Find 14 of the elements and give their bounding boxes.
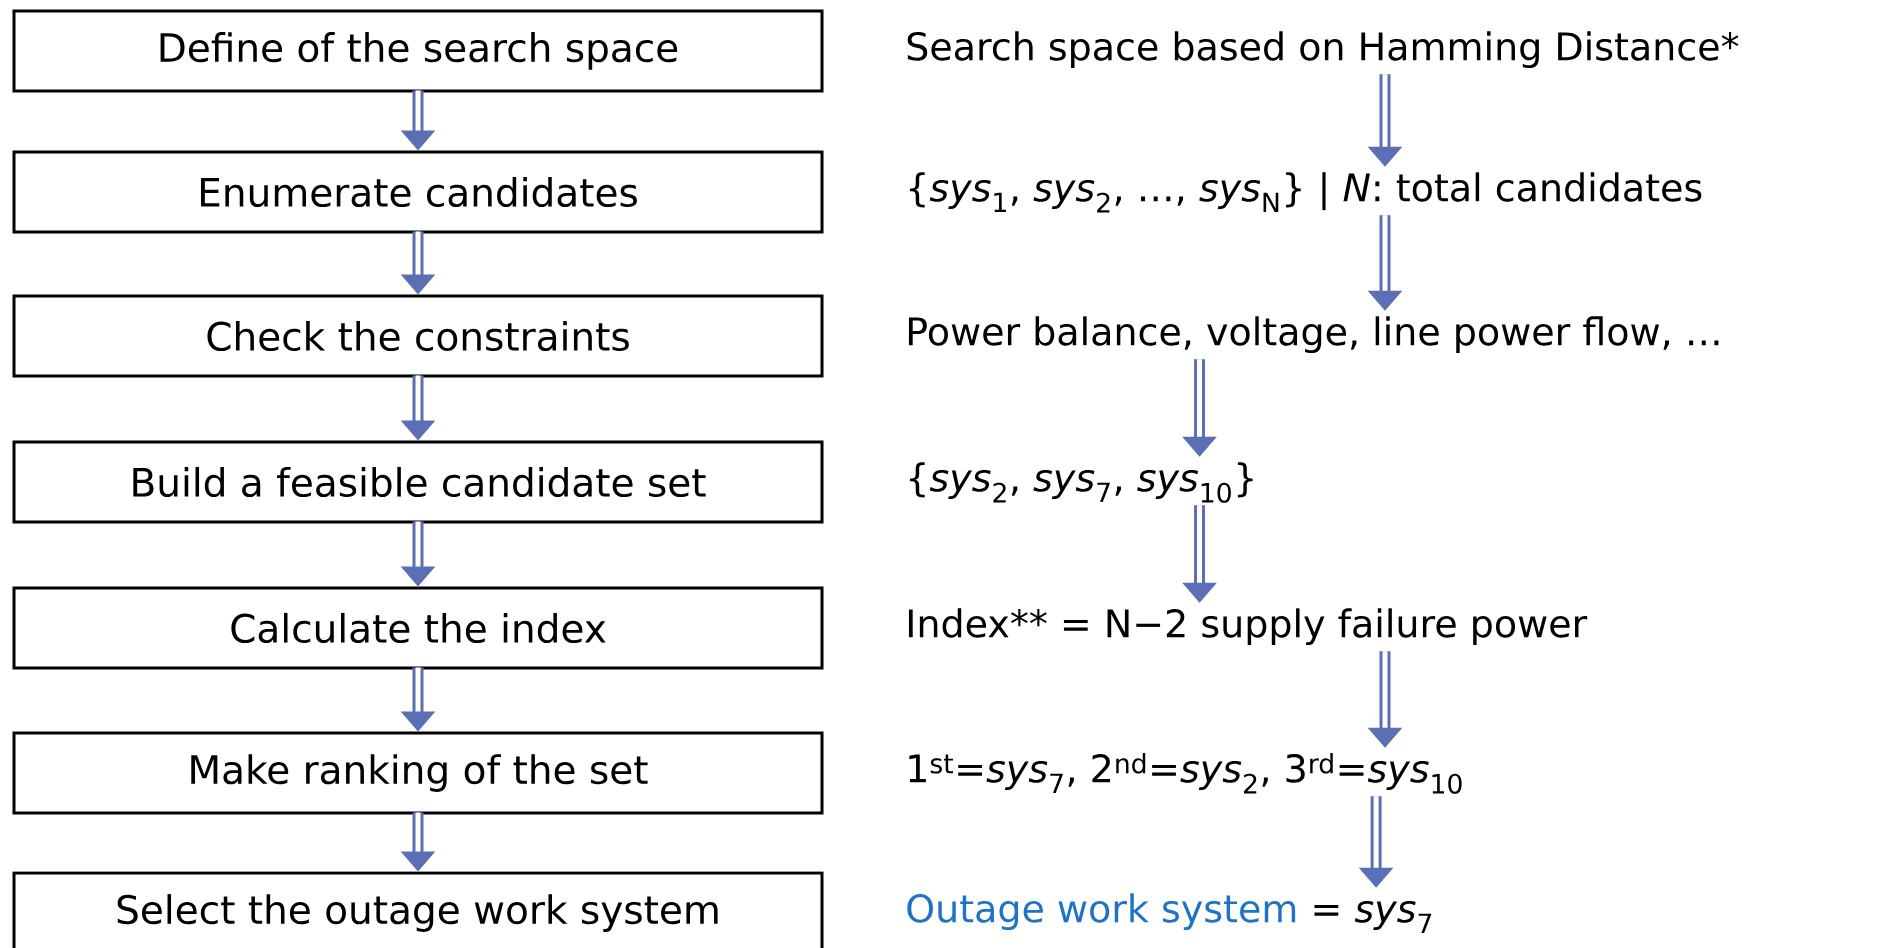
result-text: Search space based on Hamming Distance* (907, 31, 1739, 69)
process-box: Make ranking of the set (12, 731, 824, 815)
process-box: Build a feasible candidate set (12, 440, 824, 524)
result-text: Index** = N−2 supply failure power (908, 608, 1588, 646)
result-text: Outage work system = sys$_{7}$ (907, 893, 1432, 934)
process-box: Calculate the index (12, 586, 824, 670)
process-box: Select the outage work system (12, 871, 824, 948)
process-box: Check the constraints (12, 294, 824, 378)
result-text: {sys$_{2}$, sys$_{7}$, sys$_{10}$} (909, 462, 1253, 503)
process-box: Define of the search space (12, 9, 824, 93)
result-text: Power balance, voltage, line power flow, … (908, 316, 1719, 354)
process-box: Enumerate candidates (12, 150, 824, 234)
result-text: {sys$_{1}$, sys$_{2}$, …, sys$_{N}$} | N: total candidates (909, 172, 1702, 213)
result-text: 1$^{st}$=sys$_{7}$, 2$^{nd}$=sys$_{2}$, 3$^{rd}$=sys$_{10}$ (909, 752, 1462, 794)
